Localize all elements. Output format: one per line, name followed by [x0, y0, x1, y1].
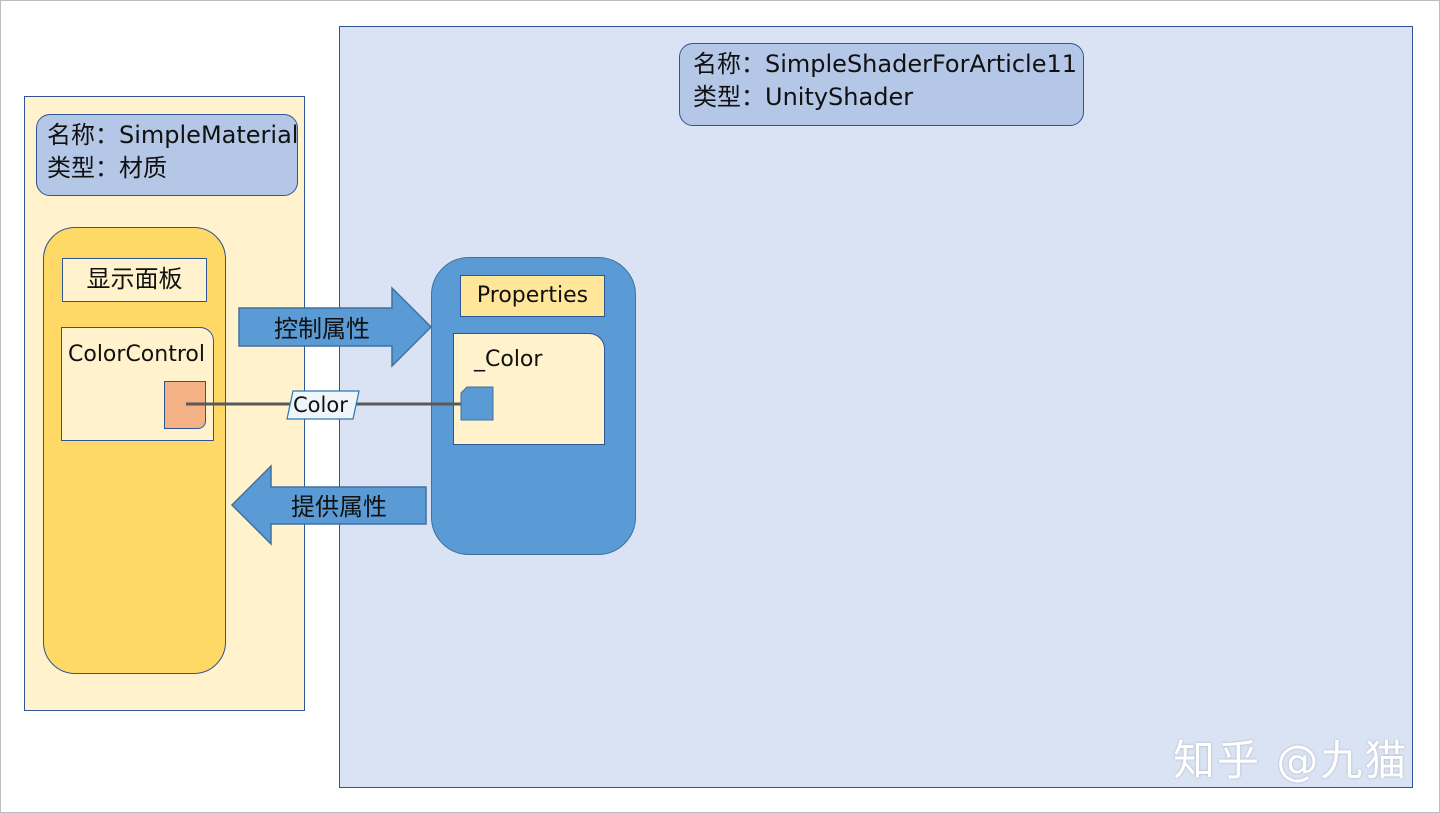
color-property-label: _Color — [474, 347, 543, 372]
color-control-label: ColorControl — [68, 342, 205, 367]
properties-label: Properties — [460, 275, 605, 317]
material-info-box: 名称：SimpleMaterial 类型：材质 — [36, 114, 298, 196]
color-link-label: Color — [293, 393, 348, 417]
watermark-text: 知乎 @九猫 — [1173, 736, 1409, 785]
shader-info-box: 名称：SimpleShaderForArticle11 类型：UnityShad… — [679, 43, 1084, 126]
control-arrow-shape — [238, 286, 433, 368]
display-panel-label: 显示面板 — [62, 258, 207, 302]
material-name-text: 名称：SimpleMaterial — [47, 121, 298, 149]
material-type-text: 类型：材质 — [47, 154, 167, 182]
control-arrow-label: 控制属性 — [274, 315, 370, 343]
provide-arrow-shape — [230, 464, 427, 546]
color-property-target — [460, 386, 494, 421]
shader-name-text: 名称：SimpleShaderForArticle11 — [693, 50, 1077, 78]
shader-type-text: 类型：UnityShader — [693, 83, 914, 111]
provide-arrow-label: 提供属性 — [291, 493, 387, 521]
color-link-tag — [286, 390, 360, 420]
